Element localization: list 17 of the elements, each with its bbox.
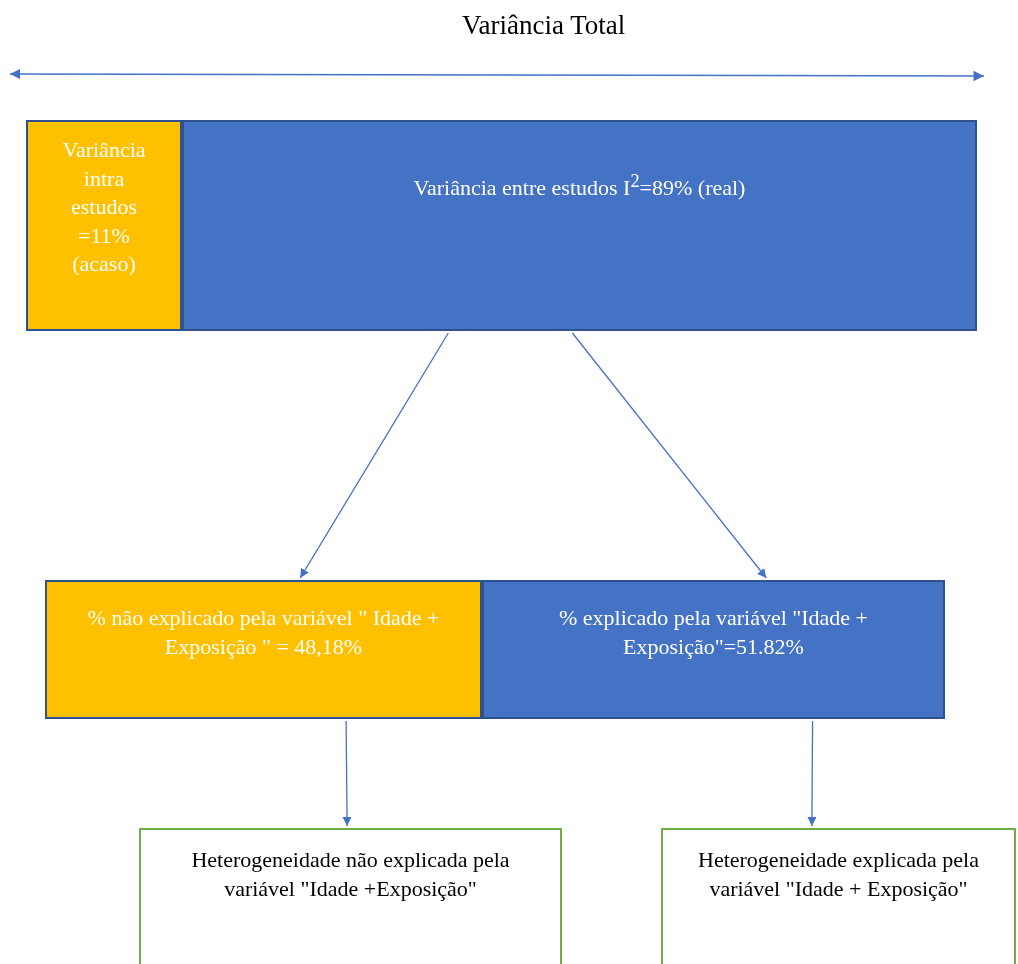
variance-box [45, 580, 482, 719]
arrow [299, 332, 449, 579]
box-text: % explicado pela variável "Idade + Exposição"=51.82% [557, 604, 870, 661]
outcome-box [139, 828, 562, 964]
variance-box [26, 120, 182, 331]
box-text: Heterogeneidade explicada pela variável "Idade + Exposição" [697, 846, 980, 903]
outcome-box [661, 828, 1016, 964]
total-variance-label: Variância Total [462, 10, 626, 41]
arrow [342, 720, 352, 827]
arrow [807, 720, 817, 827]
box-text: Variância entre estudos I$^{2}$=89% (real) [413, 170, 746, 203]
arrow [571, 332, 767, 579]
variance-box [182, 120, 977, 331]
box-text: Variância intra estudos =11% (acaso) [61, 136, 147, 279]
box-text: % não explicado pela variável " Idade + Exposição " = 48,18% [86, 604, 441, 661]
box-text: Heterogeneidade não explicada pela variável "Idade +Exposição" [191, 846, 510, 903]
variance-box [482, 580, 945, 719]
